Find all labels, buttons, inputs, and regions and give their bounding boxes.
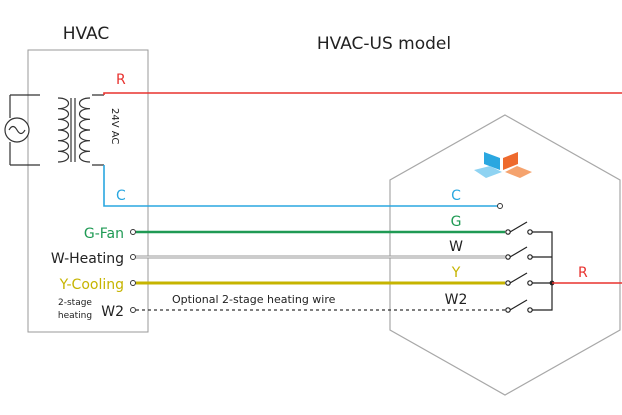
terminal-r-label: R xyxy=(116,72,126,88)
terminal-g-label: G-Fan xyxy=(84,226,124,242)
hvac-w-terminal xyxy=(130,254,136,260)
transformer-icon xyxy=(57,94,104,166)
optional-wire-label: Optional 2-stage heating wire xyxy=(172,293,336,306)
w2-note-line2: heating xyxy=(58,311,92,321)
terminal-w-label: W-Heating xyxy=(51,251,124,267)
wire-c xyxy=(103,165,500,207)
source-leads xyxy=(9,94,40,166)
thermostat-r-label: R xyxy=(578,265,588,281)
transformer-voltage-label: 24V AC xyxy=(109,108,120,144)
wire-r xyxy=(103,92,622,95)
hvac-title: HVAC xyxy=(63,24,110,44)
terminal-c-label: C xyxy=(116,188,126,204)
thermostat-c-terminal xyxy=(497,203,503,209)
brand-logo-icon xyxy=(474,152,532,178)
thermostat-y-label: Y xyxy=(451,265,461,281)
thermostat-g-label: G xyxy=(451,214,462,230)
thermostat-hexagon xyxy=(389,114,621,396)
thermostat-w2-label: W2 xyxy=(445,292,468,308)
model-title: HVAC-US model xyxy=(317,34,451,54)
thermostat-w-label: W xyxy=(449,239,463,255)
hvac-g-terminal xyxy=(130,229,136,235)
ac-source-icon xyxy=(4,117,30,143)
hvac-unit-box xyxy=(27,49,149,333)
terminal-w2-label: W2 xyxy=(101,304,124,320)
thermostat-c-label: C xyxy=(451,188,461,204)
relay-switches xyxy=(505,221,553,313)
w2-note-line1: 2-stage xyxy=(58,298,92,308)
terminal-y-label: Y-Cooling xyxy=(59,277,124,293)
hvac-y-terminal xyxy=(130,280,136,286)
hvac-w2-terminal xyxy=(130,307,136,313)
